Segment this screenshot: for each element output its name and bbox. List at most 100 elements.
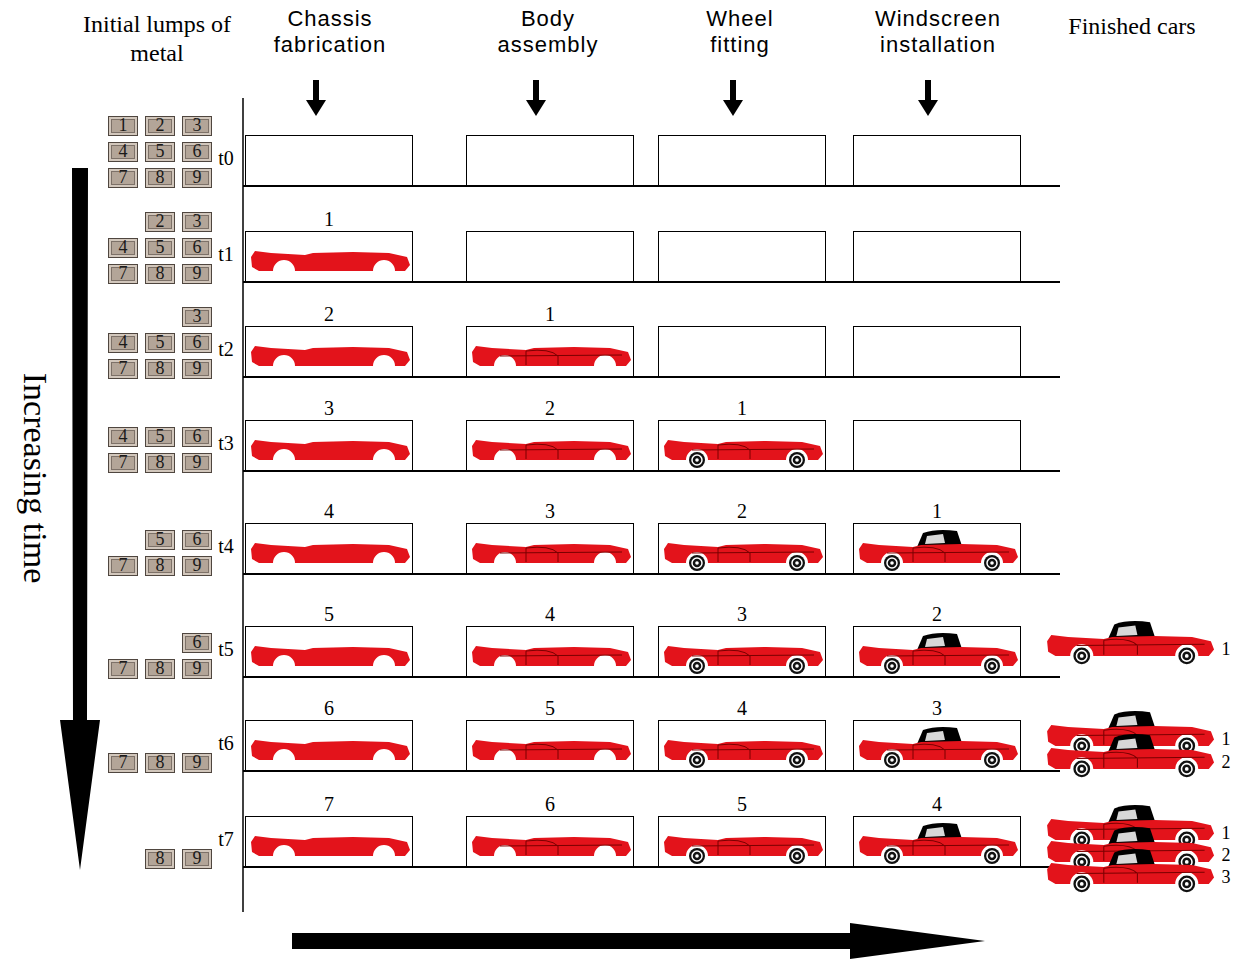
item-number: 4 xyxy=(245,499,413,523)
metal-lump: 9 xyxy=(182,753,212,773)
finished-car xyxy=(1047,849,1214,892)
stage-box: 4 xyxy=(658,696,826,771)
lump-number: 6 xyxy=(183,531,211,548)
car-wheel-rim xyxy=(792,455,802,465)
car xyxy=(251,836,410,856)
empty-stage-box xyxy=(467,232,634,282)
item-number: 2 xyxy=(853,602,1021,626)
stage-box: 1 xyxy=(245,207,413,282)
lump-number: 8 xyxy=(146,360,174,377)
car-wheel xyxy=(789,452,805,468)
car-hub xyxy=(1080,882,1084,886)
car xyxy=(472,543,631,563)
stage-box: 3 xyxy=(658,602,826,677)
car-wheel-rim xyxy=(887,661,897,671)
car-wheel xyxy=(689,555,705,571)
car-wheel xyxy=(789,752,805,768)
stage-frame xyxy=(245,231,413,282)
car-wheel-rim xyxy=(692,558,702,568)
stage-frame xyxy=(245,523,413,574)
car-hub xyxy=(990,758,994,762)
car-wheel-rim xyxy=(1077,857,1088,868)
car-wheel-rim xyxy=(692,661,702,671)
column-heading: Body assembly xyxy=(483,6,613,58)
lump-number: 4 xyxy=(109,239,137,256)
time-label: t2 xyxy=(214,337,238,361)
car-wheel-rim xyxy=(887,558,897,568)
stage-frame xyxy=(658,523,826,574)
car-picture xyxy=(246,327,412,376)
stage-box: 2 xyxy=(853,602,1021,677)
metal-lump: 6 xyxy=(182,427,212,447)
lump-number: 9 xyxy=(183,850,211,867)
car-wheel xyxy=(1073,761,1090,778)
car-picture xyxy=(246,721,412,770)
lump-number: 6 xyxy=(183,334,211,351)
car-hub xyxy=(1080,654,1084,658)
car-picture xyxy=(854,721,1020,770)
car-wheel xyxy=(1178,648,1195,665)
car-wheel xyxy=(789,848,805,864)
metal-lump: 5 xyxy=(145,142,175,162)
stage-frame xyxy=(245,420,413,471)
lump-number: 5 xyxy=(146,143,174,160)
column-heading: Wheel fitting xyxy=(685,6,795,58)
metal-lump: 3 xyxy=(182,116,212,136)
lump-number: 9 xyxy=(183,660,211,677)
metal-lump: 8 xyxy=(145,264,175,284)
lump-number: 6 xyxy=(183,239,211,256)
car-hub xyxy=(1185,654,1189,658)
time-label: t0 xyxy=(214,146,238,170)
metal-lump: 8 xyxy=(145,659,175,679)
car-body xyxy=(251,646,410,666)
car-hub xyxy=(1080,744,1084,748)
car-wheel-rim xyxy=(792,661,802,671)
lump-number: 2 xyxy=(146,117,174,134)
item-number: 2 xyxy=(466,396,634,420)
car-window xyxy=(925,827,945,837)
item-number: 2 xyxy=(658,499,826,523)
lump-number: 7 xyxy=(109,660,137,677)
stage-frame xyxy=(245,720,413,771)
car-picture xyxy=(246,627,412,676)
car-door-line xyxy=(500,650,622,665)
car-wheel-rim xyxy=(792,851,802,861)
stage-arrow xyxy=(918,80,938,116)
car-wheel-rim xyxy=(987,851,997,861)
stage-frame xyxy=(466,816,634,867)
axis-label: Increasing time xyxy=(15,318,55,638)
car-hub xyxy=(1185,767,1189,771)
car-body xyxy=(251,543,410,563)
lump-number: 9 xyxy=(183,265,211,282)
car-hub xyxy=(795,664,799,668)
car xyxy=(472,740,631,760)
lump-number: 6 xyxy=(183,634,211,651)
car-hub xyxy=(795,758,799,762)
car-wheel xyxy=(689,452,705,468)
car-wheel xyxy=(984,555,1000,571)
car-picture xyxy=(854,524,1020,573)
lump-number: 7 xyxy=(109,265,137,282)
finished-car xyxy=(1047,734,1214,777)
stage-box: 3 xyxy=(466,499,634,574)
metal-lump: 8 xyxy=(145,849,175,869)
stage-box: 3 xyxy=(853,696,1021,771)
car-hub xyxy=(695,758,699,762)
lump-number: 8 xyxy=(146,557,174,574)
car-wheel xyxy=(884,555,900,571)
car-number: 3 xyxy=(1218,866,1234,888)
stage-box: 6 xyxy=(245,696,413,771)
metal-lump: 2 xyxy=(145,116,175,136)
car xyxy=(859,530,1018,571)
lump-number: 6 xyxy=(183,428,211,445)
empty-stage-box xyxy=(659,136,826,186)
metal-lump: 8 xyxy=(145,359,175,379)
car-wheel-rim xyxy=(792,755,802,765)
car-picture xyxy=(467,421,633,470)
item-number: 6 xyxy=(466,792,634,816)
lump-number: 4 xyxy=(109,334,137,351)
car-wheel-rim xyxy=(692,851,702,861)
metal-lump: 7 xyxy=(108,168,138,188)
stage-frame xyxy=(245,326,413,377)
lump-number: 8 xyxy=(146,169,174,186)
